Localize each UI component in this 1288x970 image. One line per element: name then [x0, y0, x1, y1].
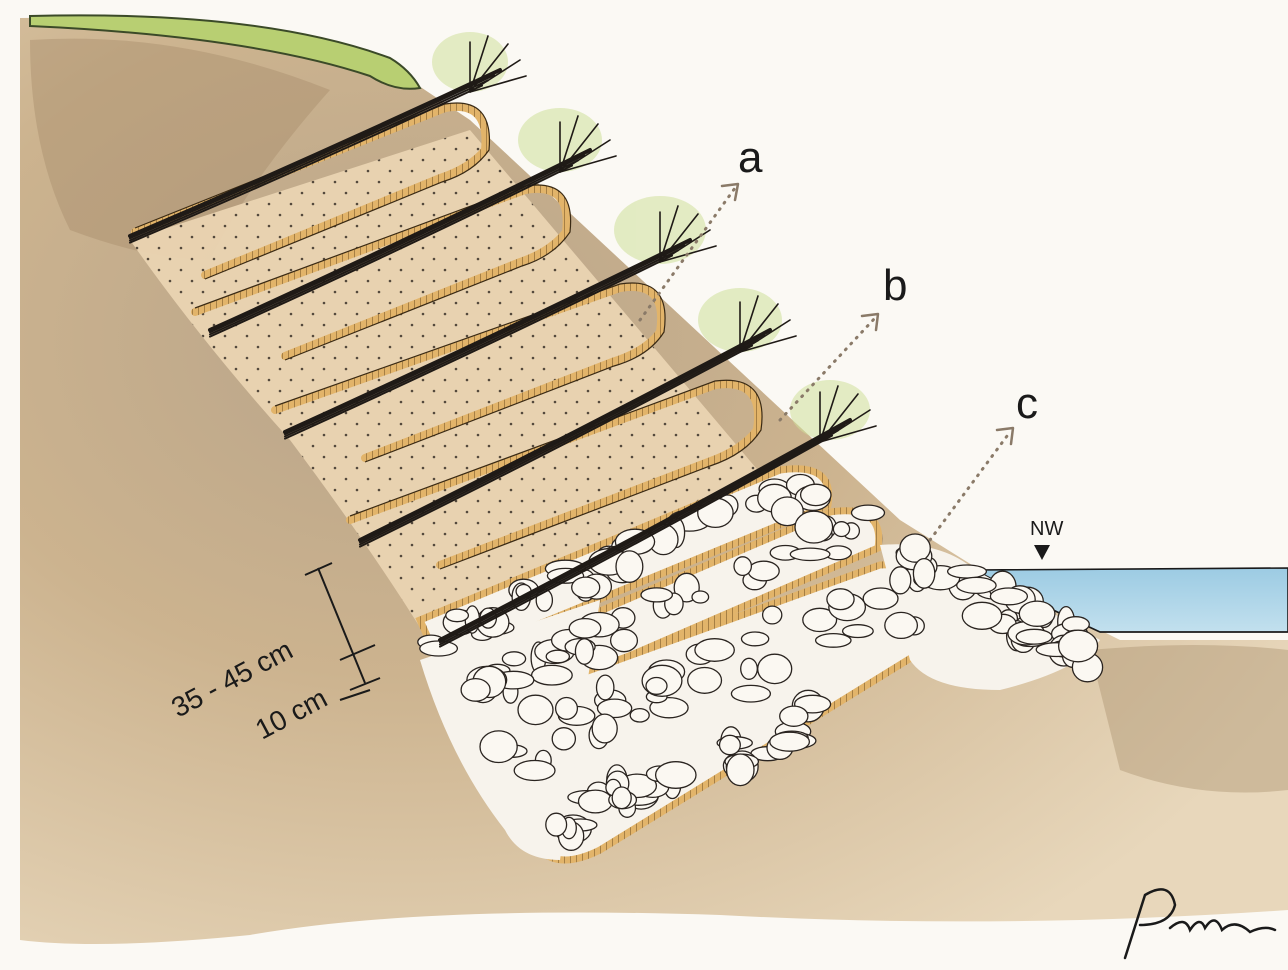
- stone: [616, 551, 643, 582]
- stone: [734, 557, 751, 576]
- stone: [900, 534, 930, 562]
- stone: [827, 589, 854, 610]
- stone: [1016, 629, 1052, 644]
- stone: [780, 706, 808, 726]
- stone: [532, 665, 573, 685]
- stone: [763, 606, 782, 624]
- stone: [948, 565, 987, 578]
- stone: [556, 698, 578, 720]
- stone: [641, 588, 672, 602]
- stone: [575, 639, 593, 665]
- stone: [514, 761, 555, 781]
- label-a: a: [738, 133, 763, 182]
- stone: [695, 639, 734, 662]
- stone: [863, 588, 898, 609]
- stone: [957, 577, 996, 593]
- stone: [990, 588, 1027, 605]
- stone: [592, 714, 617, 743]
- label-b: b: [883, 261, 907, 310]
- stone: [420, 641, 458, 656]
- stone: [612, 787, 631, 809]
- stone: [630, 709, 649, 722]
- stone: [656, 762, 696, 789]
- stone: [461, 679, 490, 702]
- stone: [569, 619, 601, 638]
- stone: [741, 658, 758, 679]
- stone: [1019, 601, 1055, 626]
- stone: [572, 577, 600, 598]
- stone: [890, 567, 911, 594]
- stone: [692, 591, 709, 603]
- stone: [748, 561, 779, 581]
- stone: [742, 632, 769, 646]
- stone: [885, 612, 918, 638]
- stone: [1059, 630, 1098, 662]
- stone: [962, 602, 1001, 629]
- stone: [546, 813, 567, 836]
- label-c: c: [1016, 379, 1038, 428]
- stone: [790, 548, 830, 560]
- stone: [913, 559, 934, 589]
- stone: [1062, 617, 1089, 632]
- stone: [833, 522, 849, 537]
- water-level-label: NW: [1030, 518, 1063, 540]
- stone: [502, 652, 525, 666]
- stone: [770, 732, 810, 751]
- stone: [688, 668, 722, 694]
- stone: [801, 484, 831, 505]
- stone: [546, 650, 569, 663]
- stone: [720, 735, 741, 754]
- stone: [727, 754, 754, 786]
- stone: [579, 790, 613, 813]
- stone: [480, 731, 517, 763]
- stone: [646, 678, 667, 695]
- stone: [611, 629, 638, 651]
- stone: [518, 695, 553, 724]
- stone: [552, 728, 575, 750]
- stone: [852, 505, 885, 520]
- stone: [446, 609, 469, 622]
- stone: [597, 675, 614, 700]
- stone: [795, 511, 833, 543]
- stone: [731, 685, 770, 702]
- stone: [758, 654, 792, 683]
- stone: [843, 625, 874, 638]
